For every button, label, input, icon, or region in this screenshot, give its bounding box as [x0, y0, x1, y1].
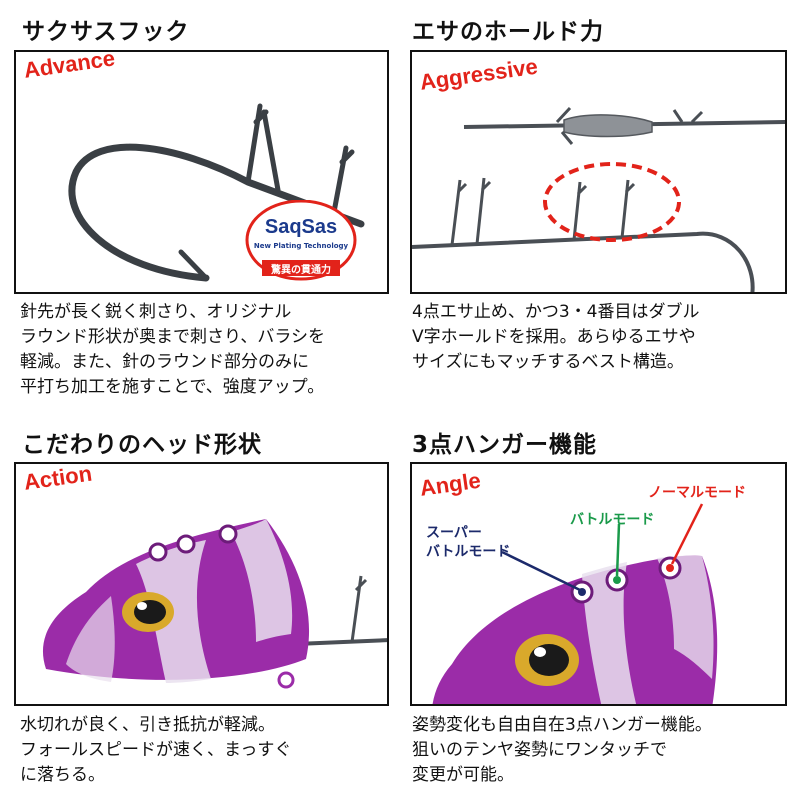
image-hanger: Angle ノーマルモード バトルモード スーパー バトルモード: [410, 462, 787, 706]
heading-saqsas-hook: サクサスフック: [22, 19, 190, 45]
description-line: 平打ち加工を施すことで、強度アップ。: [20, 377, 325, 397]
description-line: 水切れが良く、引き抵抗が軽減。: [20, 715, 275, 735]
label-super-line: バトルモード: [426, 544, 511, 560]
saqsas-subtitle: New Plating Technology: [253, 242, 349, 250]
description-hanger: 姿勢変化も自由自在3点ハンガー機能。 狙いのテンヤ姿勢にワンタッチで 変更が可能…: [412, 713, 712, 788]
description-line: サイズにもマッチするベスト構造。: [412, 352, 684, 372]
image-bait-hold: Aggressive: [410, 50, 787, 294]
label-super-battle-mode: スーパー バトルモード: [426, 524, 510, 562]
description-head-shape: 水切れが良く、引き抵抗が軽減。 フォールスピードが速く、まっすぐ に落ちる。: [20, 713, 291, 788]
heading-hanger: 3点ハンガー機能: [412, 432, 598, 458]
description-line: 姿勢変化も自由自在3点ハンガー機能。: [412, 715, 712, 735]
description-line: V字ホールドを採用。あらゆるエサや: [412, 327, 696, 347]
description-line: 軽減。また、針のラウンド部分のみに: [20, 352, 309, 372]
hanger-illustration: [432, 503, 718, 704]
description-bait-hold: 4点エサ止め、かつ3・4番目はダブル V字ホールドを採用。あらゆるエサや サイズ…: [412, 300, 699, 375]
saqsas-brand: SaqSas: [264, 216, 338, 238]
bait-hold-illustration: [412, 106, 785, 292]
image-saqsas-hook: Advance SaqSas New Plating Technology 驚異…: [14, 50, 389, 294]
saqsas-badge: SaqSas New Plating Technology 驚異の貫通力: [244, 200, 358, 286]
description-line: に落ちる。: [20, 765, 105, 785]
description-line: 変更が可能。: [412, 765, 514, 785]
description-line: フォールスピードが速く、まっすぐ: [20, 740, 292, 760]
label-normal-mode: ノーマルモード: [648, 485, 746, 501]
description-line: 針先が長く鋭く刺さり、オリジナル: [20, 302, 292, 322]
image-head-shape: Action: [14, 462, 389, 706]
description-saqsas-hook: 針先が長く鋭く刺さり、オリジナル ラウンド形状が奥まで刺さり、バラシを 軽減。ま…: [20, 300, 325, 400]
head-illustration: [42, 519, 387, 689]
hook-illustration: [68, 103, 365, 282]
description-line: ラウンド形状が奥まで刺さり、バラシを: [20, 327, 325, 347]
heading-bait-hold: エサのホールド力: [412, 19, 604, 45]
label-super-line: スーパー: [426, 525, 482, 541]
heading-head-shape: こだわりのヘッド形状: [22, 432, 262, 458]
label-battle-mode: バトルモード: [570, 512, 655, 528]
description-line: 4点エサ止め、かつ3・4番目はダブル: [412, 302, 700, 322]
saqsas-caption: 驚異の貫通力: [271, 265, 331, 276]
description-line: 狙いのテンヤ姿勢にワンタッチで: [412, 740, 667, 760]
